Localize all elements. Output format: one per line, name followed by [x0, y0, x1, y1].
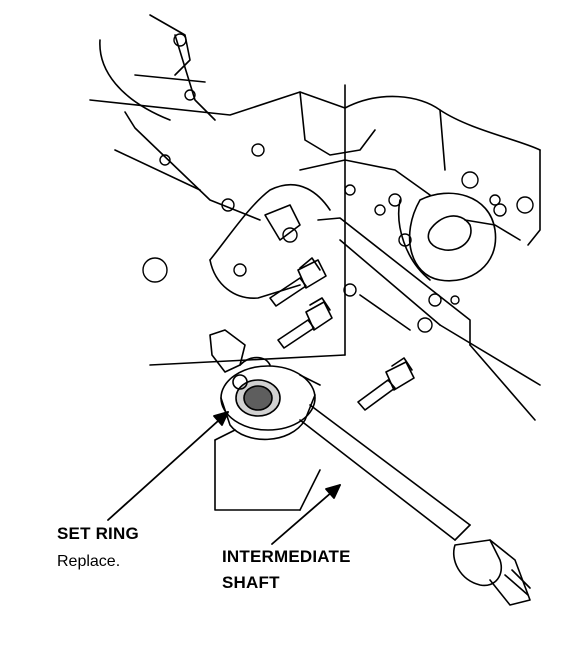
bolt-upper — [269, 257, 327, 307]
intermediate-shaft — [299, 404, 531, 606]
leader-intermediate-shaft — [271, 484, 341, 545]
bracket-arm — [209, 183, 331, 299]
intermediate-shaft-label: INTERMEDIATE — [222, 547, 351, 566]
leader-set-ring — [107, 411, 229, 521]
bolt-middle — [277, 297, 333, 349]
right-boss — [408, 192, 521, 282]
intermediate-shaft-label-line2: SHAFT — [222, 573, 280, 592]
set-ring-assembly — [209, 329, 321, 441]
bolt-holes — [142, 33, 534, 333]
bolt-right — [357, 357, 415, 411]
set-ring-note: Replace. — [57, 553, 121, 570]
engine-block — [89, 14, 541, 421]
housing-frame — [214, 429, 321, 511]
set-ring-label: SET RING — [57, 524, 139, 543]
